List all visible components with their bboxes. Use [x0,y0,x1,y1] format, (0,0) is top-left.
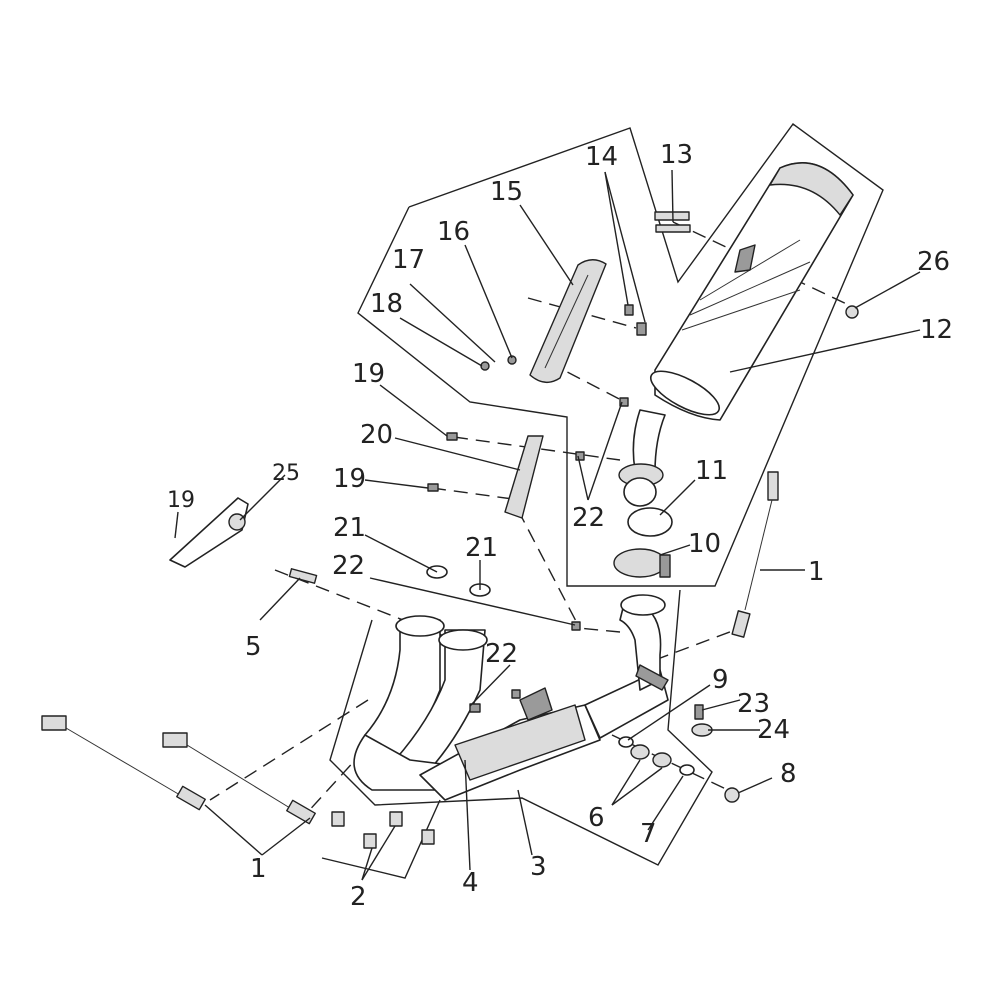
callout-4: 4 [462,868,479,898]
callout-1-right: 1 [808,557,825,587]
callout-25: 25 [272,461,300,486]
callout-22-upper: 22 [572,503,605,533]
callout-13: 13 [660,140,693,170]
callout-5: 5 [245,632,262,662]
callout-24: 24 [757,715,790,745]
leader-lines [174,169,921,881]
muffler [618,162,854,507]
callout-22-middle: 22 [332,551,365,581]
oxygen-sensor-left-1 [41,715,206,811]
callout-17: 17 [392,245,425,275]
callout-14: 14 [585,142,618,172]
callout-16: 16 [437,217,470,247]
callout-3: 3 [530,852,547,882]
callout-12: 12 [920,315,953,345]
oxygen-sensor-left-2 [162,732,316,825]
mounting-bracket [169,497,249,568]
callout-9: 9 [712,665,729,695]
callout-22-lower: 22 [485,639,518,669]
callout-11: 11 [695,456,728,486]
callout-7: 7 [640,819,657,849]
callout-8: 8 [780,759,797,789]
heat-shield-upper [529,259,607,383]
callout-2: 2 [350,882,367,912]
callout-23: 23 [737,689,770,719]
callout-1-left: 1 [250,854,267,884]
callout-19-middle: 19 [333,464,366,494]
callout-18: 18 [370,289,403,319]
callout-26: 26 [917,247,950,277]
callout-19-upper: 19 [352,359,385,389]
callout-6: 6 [588,803,605,833]
gasket-and-clamp [613,507,673,578]
oxygen-sensor-outline [321,799,441,879]
callout-20: 20 [360,420,393,450]
oxygen-sensor-right [731,471,779,638]
lower-group-outline [329,589,713,866]
callout-19-left: 19 [167,488,195,513]
heat-shield-lower [504,435,544,519]
hardware [288,211,859,849]
callout-labels: 13 14 15 16 17 18 26 12 19 20 19 22 11 1… [167,140,953,912]
callout-15: 15 [490,177,523,207]
header-pipe-assembly [353,594,669,801]
callout-21-right: 21 [465,533,498,563]
callout-10: 10 [688,529,721,559]
callout-21-left: 21 [333,513,366,543]
